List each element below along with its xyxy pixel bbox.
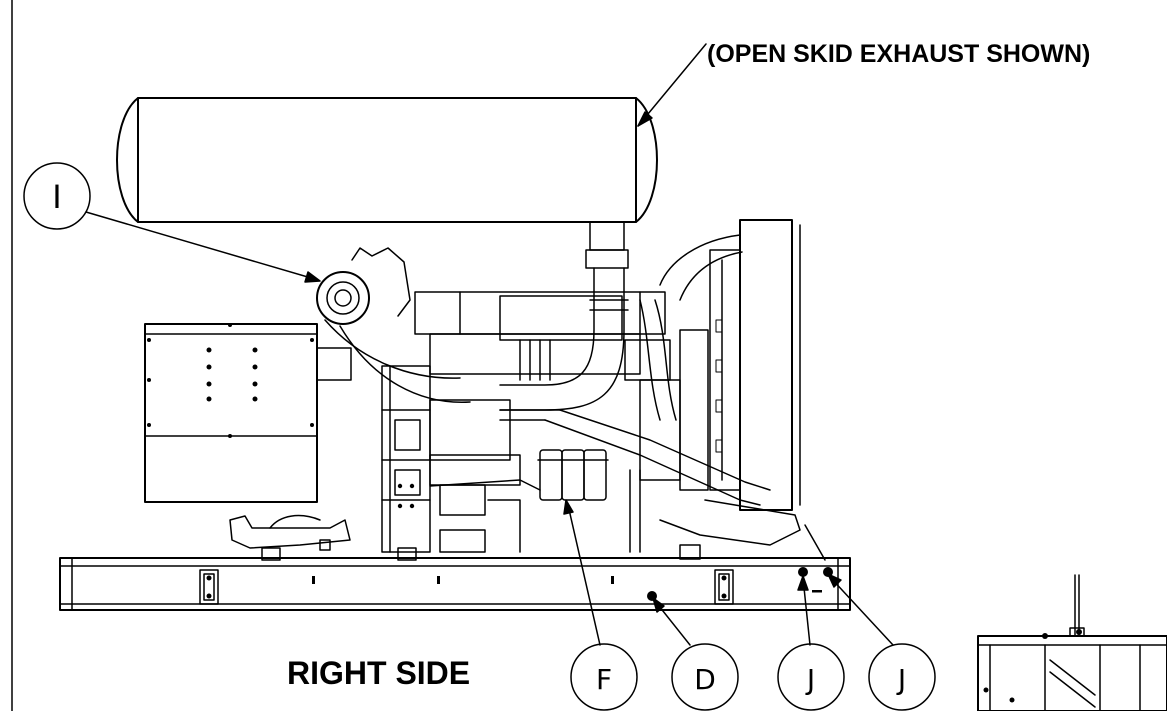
fuel-filters bbox=[537, 449, 609, 501]
engine-right bbox=[624, 234, 743, 553]
exhaust-pipe bbox=[499, 221, 629, 411]
engine-upper bbox=[414, 291, 666, 381]
exhaust-note-leader bbox=[637, 43, 707, 127]
callout-f: F bbox=[563, 499, 638, 711]
air-filter bbox=[316, 247, 471, 403]
svg-text:D: D bbox=[694, 663, 716, 696]
muffler bbox=[116, 97, 658, 223]
svg-text:I: I bbox=[52, 178, 61, 216]
engine-mount-right bbox=[397, 524, 826, 561]
charge-air-tube bbox=[499, 409, 771, 506]
callout-j-right: J bbox=[827, 573, 936, 711]
front-view-partial bbox=[977, 574, 1167, 711]
engine-lower-block bbox=[381, 365, 541, 553]
control-panel bbox=[144, 323, 352, 503]
engine-mount-left bbox=[229, 514, 351, 561]
callout-d: D bbox=[652, 597, 739, 711]
skid-base bbox=[59, 557, 851, 611]
svg-text:J: J bbox=[896, 663, 906, 696]
callout-j-left: J bbox=[777, 575, 845, 711]
svg-text:J: J bbox=[805, 663, 815, 696]
svg-text:F: F bbox=[596, 663, 612, 696]
exhaust-note: (OPEN SKID EXHAUST SHOWN) bbox=[707, 40, 1090, 68]
callout-i: I bbox=[23, 162, 321, 283]
radiator bbox=[659, 219, 801, 546]
view-label: RIGHT SIDE bbox=[287, 655, 470, 691]
